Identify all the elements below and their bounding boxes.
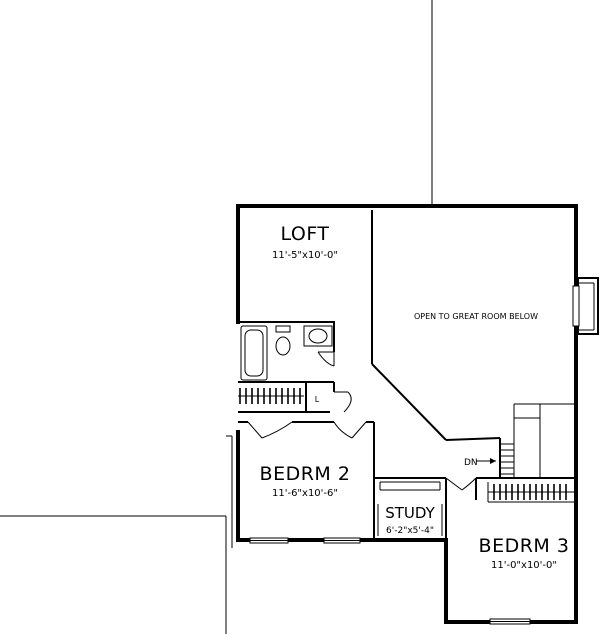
closet-shelving [238,388,576,503]
staircase [476,403,576,478]
bedroom2-dims: 11'-6"x10'-6" [272,488,338,499]
bathroom-fixtures [240,325,335,381]
door-swings [247,391,477,536]
linen-closet-label: L [315,395,320,404]
study-dims: 6'-2"x5'-4" [386,526,434,536]
loft-name: LOFT [280,223,329,245]
windows [249,285,580,625]
chimney-chase [577,277,599,335]
exterior-walls [236,204,578,624]
interior-walls [238,210,576,540]
bedroom3-dims: 11'-0"x10'-0" [491,560,557,571]
bedroom3-name: BEDRM 3 [479,535,570,557]
context-lines [0,0,433,634]
open-to-below-label: OPEN TO GREAT ROOM BELOW [414,312,538,321]
room-labels: LOFT 11'-5"x10'-0" OPEN TO GREAT ROOM BE… [260,223,570,571]
bedroom2-name: BEDRM 2 [260,463,351,485]
stair-down-label: DN [464,458,478,468]
study-name: STUDY [385,504,435,522]
loft-dims: 11'-5"x10'-0" [272,250,338,261]
